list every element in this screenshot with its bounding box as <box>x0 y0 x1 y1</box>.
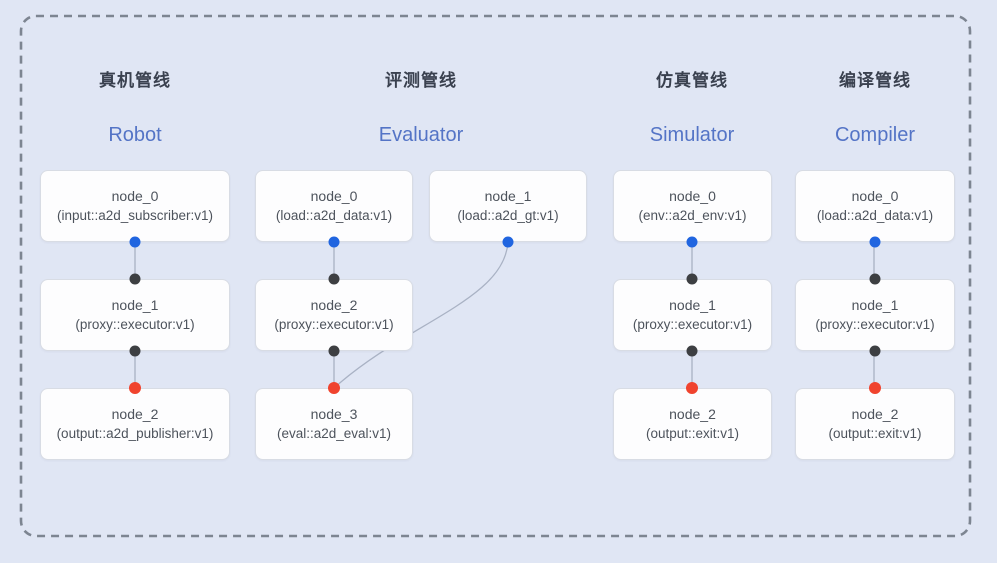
node-type: (load::a2d_gt:v1) <box>457 208 559 224</box>
node-type: (load::a2d_data:v1) <box>816 208 934 224</box>
node-name: node_1 <box>111 296 159 313</box>
evaluator-node-2: node_2 (proxy::executor:v1) <box>255 279 413 351</box>
pipeline-title-zh-robot: 真机管线 <box>99 71 171 90</box>
node-type: (output::a2d_publisher:v1) <box>56 426 214 442</box>
evaluator-node-1: node_1 (load::a2d_gt:v1) <box>429 170 587 242</box>
node-type: (proxy::executor:v1) <box>75 317 195 333</box>
evaluator-node-0: node_0 (load::a2d_data:v1) <box>255 170 413 242</box>
node-type: (input::a2d_subscriber:v1) <box>56 208 214 224</box>
simulator-node-1: node_1 (proxy::executor:v1) <box>613 279 772 351</box>
node-name: node_2 <box>669 405 716 422</box>
pipeline-title-en-compiler: Compiler <box>834 124 916 146</box>
compiler-node-1: node_1 (proxy::executor:v1) <box>795 279 955 351</box>
pipeline-title-en-evaluator: Evaluator <box>378 124 464 146</box>
pipeline-title-zh-compiler: 编译管线 <box>839 71 911 90</box>
pipeline-title-en-robot: Robot <box>108 124 162 146</box>
node-name: node_2 <box>310 296 358 313</box>
node-type: (output::exit:v1) <box>828 426 922 442</box>
simulator-node-0: node_0 (env::a2d_env:v1) <box>613 170 772 242</box>
node-type: (env::a2d_env:v1) <box>638 208 747 224</box>
compiler-node-0: node_0 (load::a2d_data:v1) <box>795 170 955 242</box>
node-name: node_1 <box>669 296 716 313</box>
node-name: node_0 <box>310 187 358 204</box>
node-name: node_3 <box>310 405 358 422</box>
node-name: node_1 <box>484 187 532 204</box>
robot-node-1: node_1 (proxy::executor:v1) <box>40 279 230 351</box>
node-type: (proxy::executor:v1) <box>632 317 753 333</box>
node-name: node_0 <box>669 187 716 204</box>
node-name: node_0 <box>111 187 159 204</box>
robot-node-0: node_0 (input::a2d_subscriber:v1) <box>40 170 230 242</box>
compiler-node-2: node_2 (output::exit:v1) <box>795 388 955 460</box>
node-type: (output::exit:v1) <box>645 426 740 442</box>
evaluator-node-3: node_3 (eval::a2d_eval:v1) <box>255 388 413 460</box>
node-type: (load::a2d_data:v1) <box>275 208 393 224</box>
node-type: (eval::a2d_eval:v1) <box>276 426 392 442</box>
node-name: node_2 <box>851 405 899 422</box>
simulator-node-2: node_2 (output::exit:v1) <box>613 388 772 460</box>
pipeline-title-zh-evaluator: 评测管线 <box>385 71 457 90</box>
node-name: node_0 <box>851 187 899 204</box>
node-name: node_2 <box>111 405 159 422</box>
node-type: (proxy::executor:v1) <box>815 317 935 333</box>
node-name: node_1 <box>851 296 899 313</box>
robot-node-2: node_2 (output::a2d_publisher:v1) <box>40 388 230 460</box>
node-type: (proxy::executor:v1) <box>274 317 394 333</box>
